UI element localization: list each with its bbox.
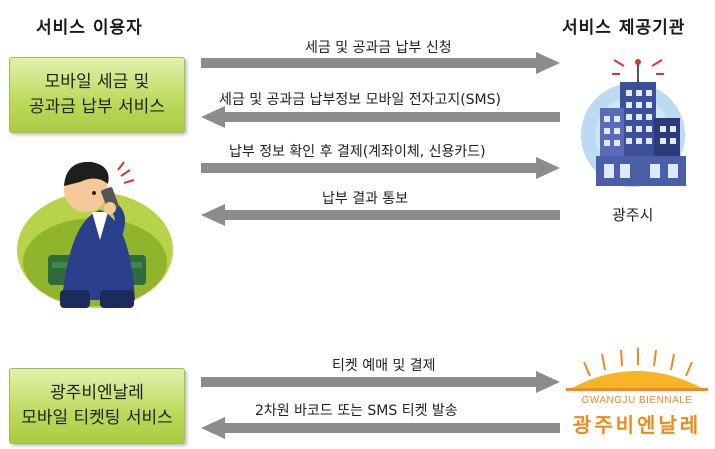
arrow-left-4: [201, 204, 560, 226]
arrow-right-3: [201, 157, 560, 179]
service-provider-header: 서비스 제공기관: [562, 18, 686, 38]
mobile-user-illustration: [17, 161, 173, 308]
biennale-ticketing-service-box: 광주비엔날레 모바일 티켓팅 서비스: [9, 368, 185, 444]
label-electronic-notice: 세금 및 공과금 납부정보 모바일 전자고지(SMS): [219, 92, 501, 108]
service-user-header: 서비스 이용자: [36, 18, 143, 38]
gwangju-city-label: 광주시: [612, 206, 654, 224]
label-payment-result: 납부 결과 통보: [322, 191, 409, 207]
mobile-tax-service-line1: 모바일 세금 및: [44, 72, 150, 93]
gwangju-biennale-logo: [566, 348, 708, 391]
biennale-ticketing-line2: 모바일 티켓팅 서비스: [21, 408, 173, 428]
label-ticket-delivery: 2차원 바코드 또는 SMS 티켓 발송: [255, 403, 458, 419]
arrow-right-1: [201, 52, 560, 74]
city-hall-building-illustration: [581, 59, 686, 187]
label-tax-application: 세금 및 공과금 납부 신청: [305, 40, 452, 56]
mobile-tax-service-box: 모바일 세금 및 공과금 납부 서비스: [9, 57, 185, 133]
arrow-left-6: [201, 417, 560, 439]
biennale-logo-korean: 광주비엔날레: [572, 413, 702, 437]
arrow-left-2: [201, 106, 560, 128]
biennale-logo-english: GWANGJU BIENNALE: [581, 395, 693, 406]
arrow-right-5: [201, 371, 560, 393]
label-ticket-booking: 티켓 예매 및 결제: [332, 358, 436, 374]
mobile-tax-service-line2: 공과금 납부 서비스: [29, 97, 165, 117]
biennale-ticketing-line1: 광주비엔날레: [50, 383, 144, 404]
label-payment-confirm: 납부 정보 확인 후 결제(계좌이체, 신용카드): [229, 144, 486, 160]
